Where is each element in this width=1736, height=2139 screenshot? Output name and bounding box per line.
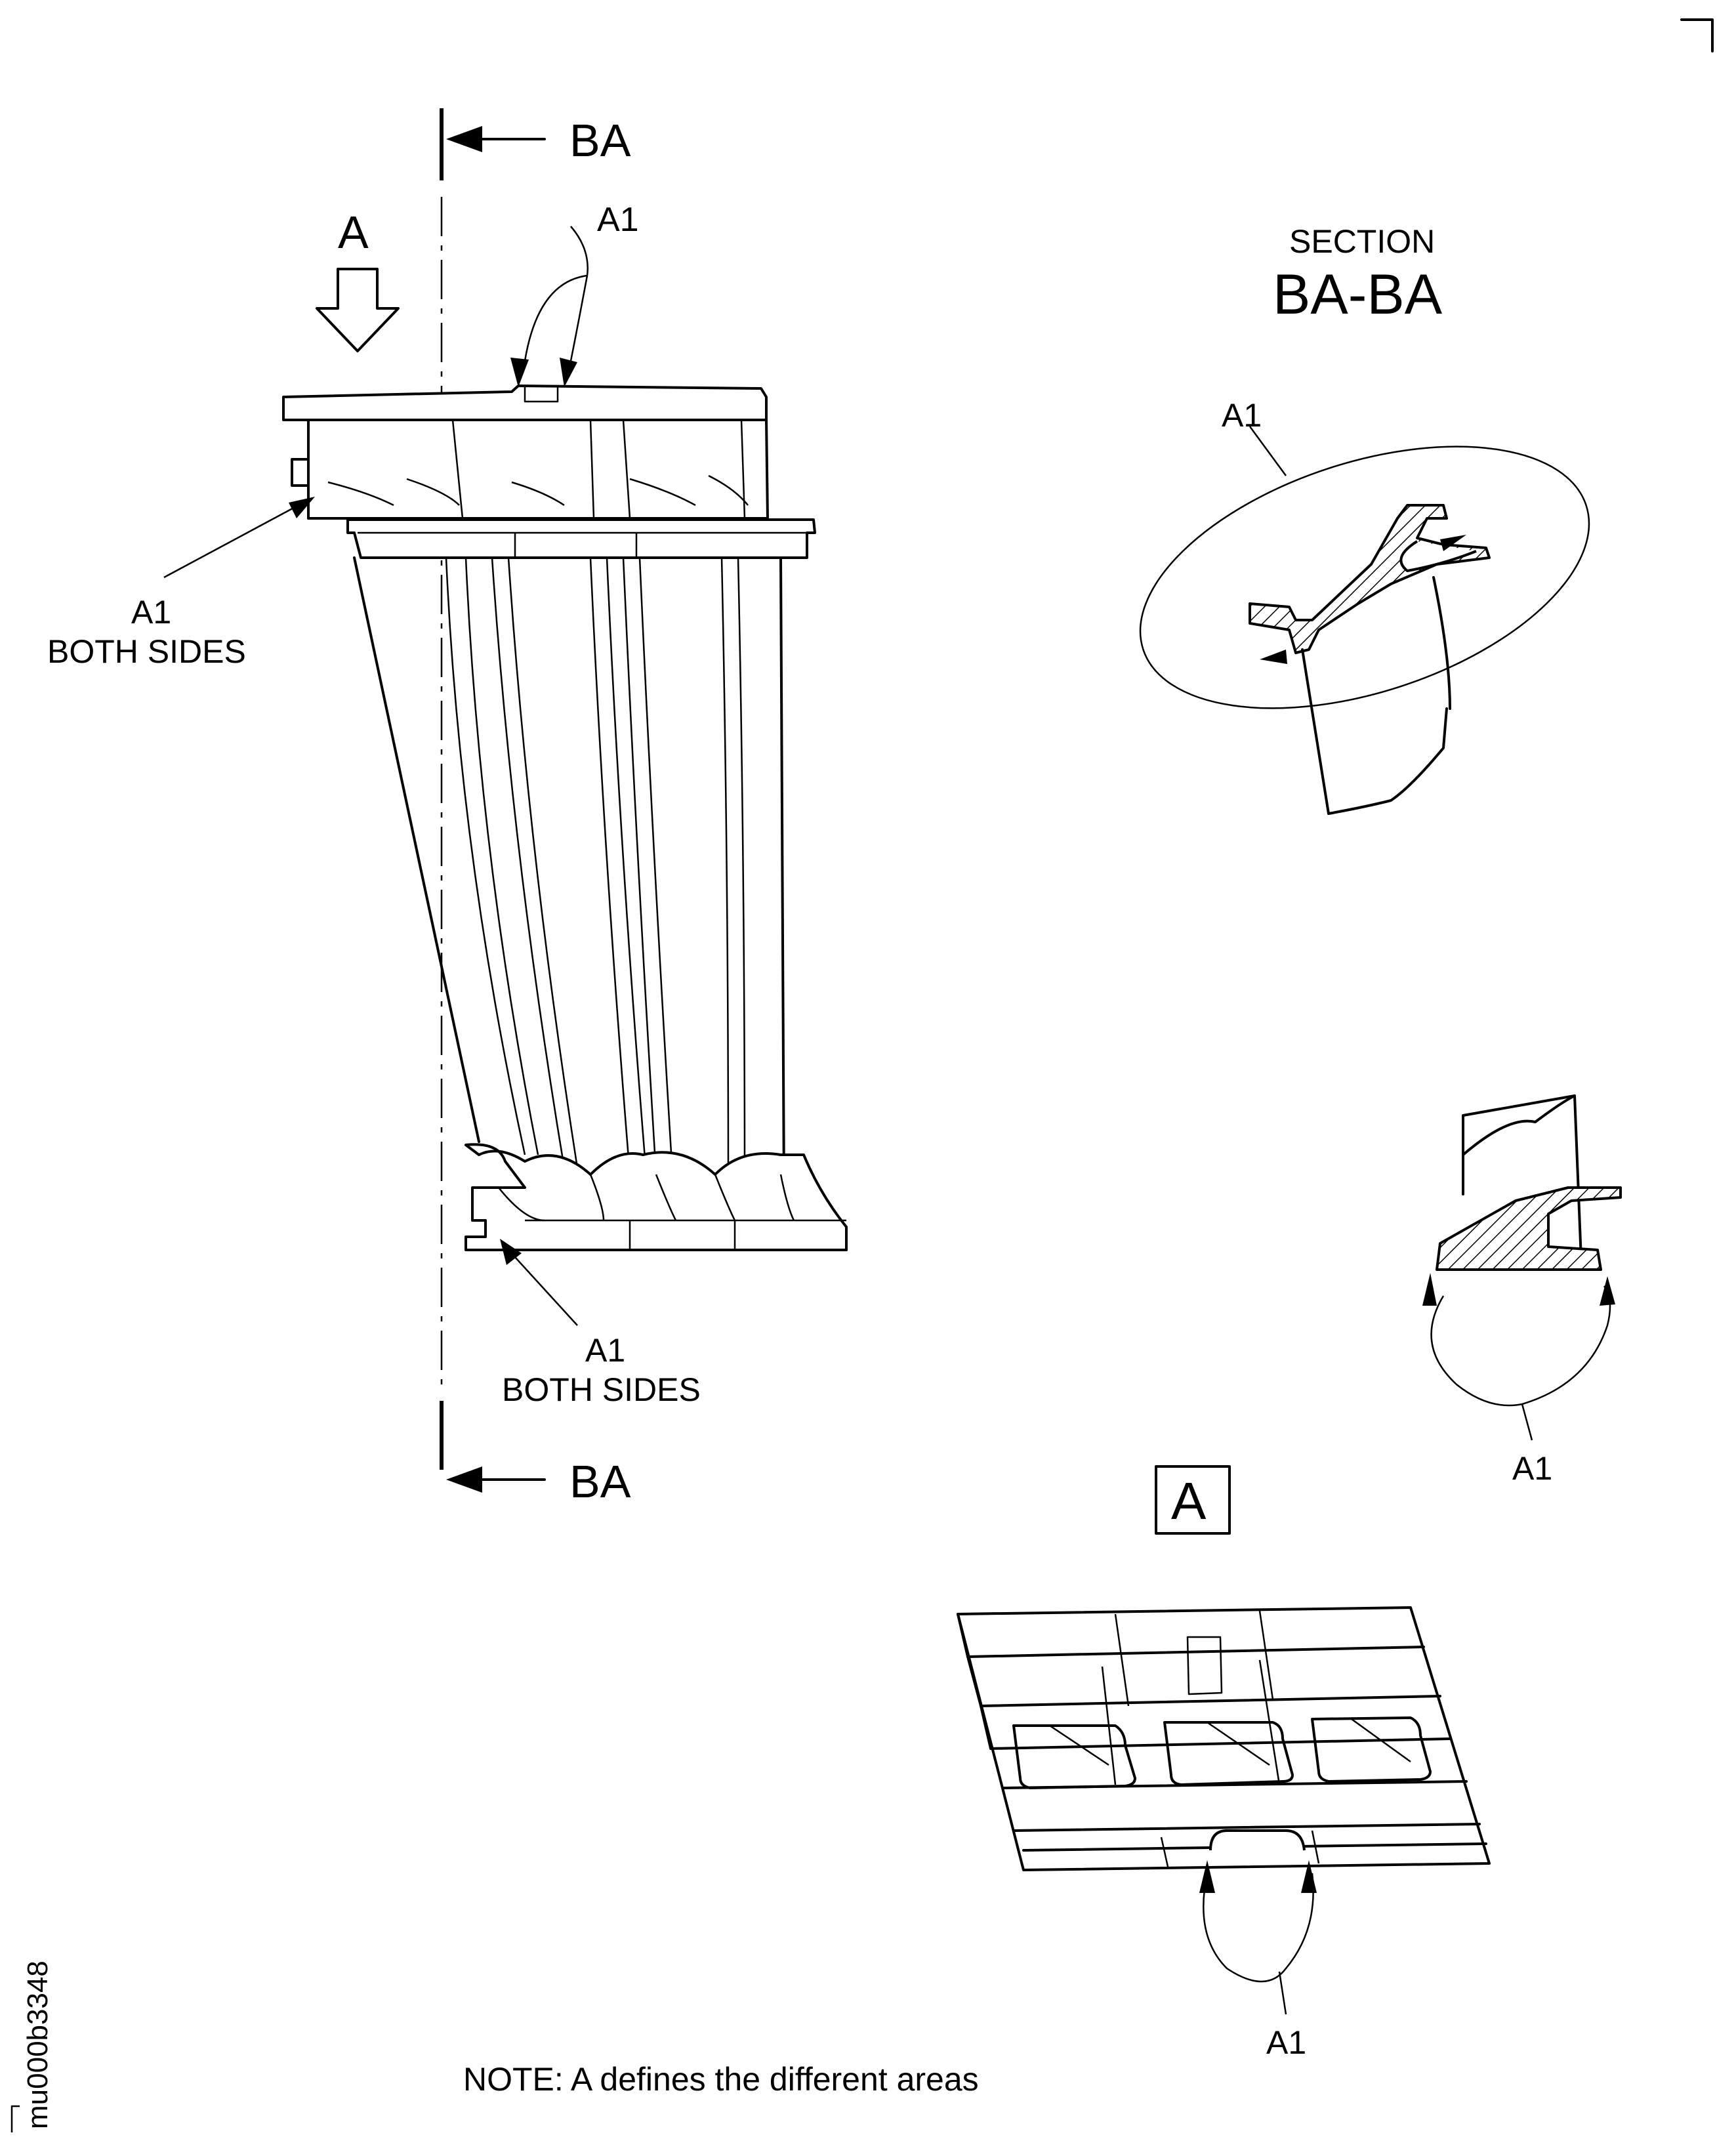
callout-left-text: BOTH SIDES (47, 633, 246, 670)
callout-bottom-leader (500, 1239, 578, 1326)
section-title-large: BA-BA (1273, 263, 1443, 326)
blade-main-view (282, 384, 848, 1251)
section-callout-lower: A1 (1512, 1450, 1552, 1487)
detail-a-box (1155, 1465, 1231, 1535)
section-callout-upper: A1 (1222, 397, 1262, 434)
detail-a-box-label: A (1171, 1472, 1207, 1530)
section-lower-detail (1422, 1094, 1622, 1441)
callout-left-code: A1 (131, 594, 171, 631)
callout-bottom-code: A1 (585, 1332, 625, 1369)
view-a-arrow-icon (316, 268, 400, 352)
detail-a-view (957, 1606, 1491, 2015)
note-text: NOTE: A defines the different areas (463, 2061, 979, 2098)
section-label-bottom: BA (569, 1456, 631, 1507)
section-label-top: BA (569, 115, 631, 166)
callout-left-leader (163, 497, 315, 579)
callout-top-leader (510, 226, 589, 387)
section-title-small: SECTION (1289, 223, 1435, 260)
callout-top-label: A1 (597, 201, 639, 239)
view-a-arrow-label: A (338, 207, 369, 258)
figure-code: mu000b3348 (22, 1961, 54, 2129)
figure-code-bracket (10, 2105, 20, 2132)
callout-bottom-text: BOTH SIDES (502, 1371, 701, 1408)
corner-mark (1680, 18, 1714, 52)
detail-callout: A1 (1266, 2024, 1306, 2061)
section-upper-detail (1139, 426, 1590, 815)
